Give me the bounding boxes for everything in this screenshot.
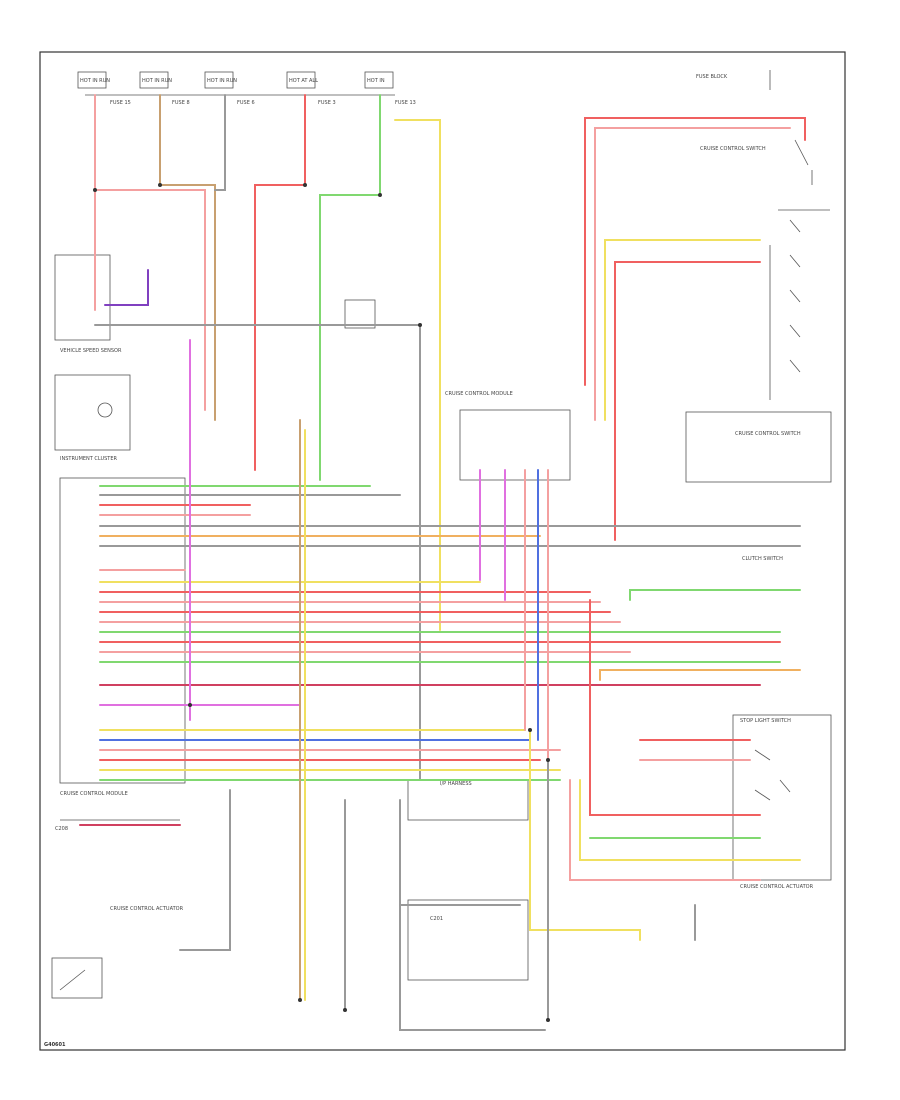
svg-text:CRUISE CONTROL SWITCH: CRUISE CONTROL SWITCH <box>700 146 766 152</box>
svg-text:FUSE 8: FUSE 8 <box>172 100 190 106</box>
svg-text:CRUISE CONTROL SWITCH: CRUISE CONTROL SWITCH <box>735 431 801 437</box>
left-labels: VEHICLE SPEED SENSOR INSTRUMENT CLUSTER … <box>55 348 513 922</box>
svg-text:FUSE 6: FUSE 6 <box>237 100 255 106</box>
svg-text:FUSE 15: FUSE 15 <box>110 100 131 106</box>
svg-text:CRUISE CONTROL MODULE: CRUISE CONTROL MODULE <box>60 791 128 797</box>
svg-text:INSTRUMENT CLUSTER: INSTRUMENT CLUSTER <box>60 456 118 462</box>
svg-text:HOT IN RUN: HOT IN RUN <box>142 78 172 84</box>
svg-text:HOT IN: HOT IN <box>367 78 385 84</box>
svg-text:C201: C201 <box>430 916 443 922</box>
fuse-labels: HOT IN RUN HOT IN RUN HOT IN RUN HOT AT … <box>80 74 728 106</box>
svg-text:I/P HARNESS: I/P HARNESS <box>440 781 472 787</box>
svg-text:C208: C208 <box>55 826 68 832</box>
svg-text:HOT IN RUN: HOT IN RUN <box>207 78 237 84</box>
svg-text:VEHICLE SPEED SENSOR: VEHICLE SPEED SENSOR <box>60 348 122 354</box>
right-labels: CRUISE CONTROL SWITCH CRUISE CONTROL SWI… <box>700 146 814 890</box>
svg-text:CLUTCH SWITCH: CLUTCH SWITCH <box>742 556 783 562</box>
fuse-block <box>77 71 395 96</box>
diagram-border <box>39 51 846 1051</box>
svg-text:HOT IN RUN: HOT IN RUN <box>80 78 110 84</box>
right-switch-area <box>685 70 832 881</box>
svg-text:HOT AT ALL: HOT AT ALL <box>289 78 318 84</box>
left-modules <box>51 254 571 999</box>
svg-text:FUSE 13: FUSE 13 <box>395 100 416 106</box>
svg-text:FUSE BLOCK: FUSE BLOCK <box>696 74 728 80</box>
svg-text:STOP LIGHT SWITCH: STOP LIGHT SWITCH <box>740 718 791 724</box>
svg-text:CRUISE CONTROL ACTUATOR: CRUISE CONTROL ACTUATOR <box>740 884 814 890</box>
junction-dots <box>93 183 550 1022</box>
wires <box>79 94 806 1031</box>
footer-code: G40601 <box>44 1042 66 1048</box>
svg-text:FUSE 3: FUSE 3 <box>318 100 336 106</box>
svg-text:CRUISE CONTROL MODULE: CRUISE CONTROL MODULE <box>445 391 513 397</box>
svg-text:CRUISE CONTROL ACTUATOR: CRUISE CONTROL ACTUATOR <box>110 906 184 912</box>
